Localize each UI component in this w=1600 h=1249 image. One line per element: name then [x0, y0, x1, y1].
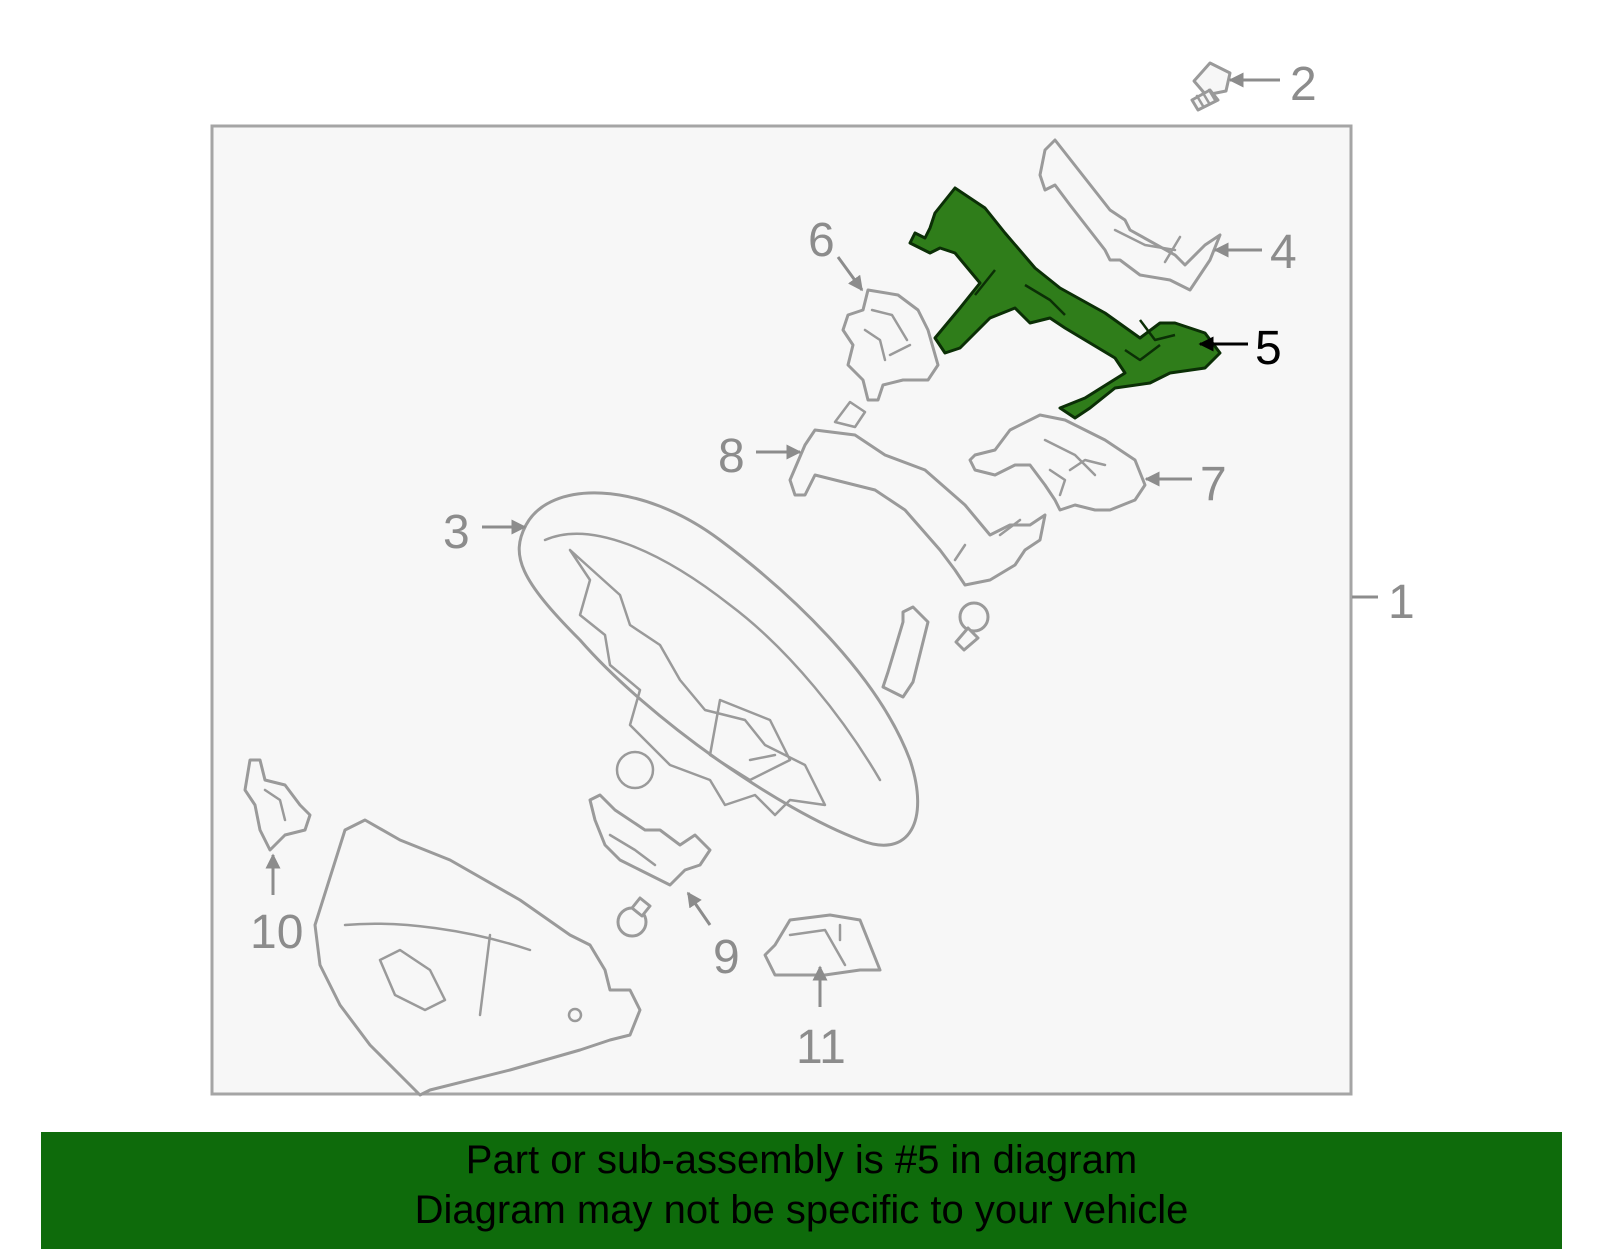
- callout-6: 6: [808, 214, 835, 267]
- part-3-steering-wheel[interactable]: [517, 491, 920, 847]
- callout-11: 11: [796, 1021, 846, 1074]
- part-10-clip[interactable]: [243, 758, 312, 852]
- callout-1: 1: [1388, 576, 1415, 629]
- lower-cover[interactable]: [313, 818, 642, 1097]
- callout-4: 4: [1270, 226, 1297, 279]
- banner-line-2: Diagram may not be specific to your vehi…: [414, 1188, 1189, 1232]
- leader-6: [836, 256, 864, 292]
- part-8-wiring-harness[interactable]: [788, 400, 1047, 587]
- part-4-bracket[interactable]: [1038, 138, 1222, 292]
- callout-9: 9: [713, 931, 740, 984]
- callout-5: 5: [1255, 322, 1282, 375]
- part-6-switch[interactable]: [841, 288, 940, 402]
- callout-2: 2: [1290, 58, 1317, 111]
- info-banner: Part or sub-assembly is #5 in diagram Di…: [41, 1132, 1562, 1249]
- part-5-highlighted[interactable]: [908, 186, 1222, 420]
- banner-line-1: Part or sub-assembly is #5 in diagram: [465, 1138, 1138, 1182]
- callout-8: 8: [718, 430, 745, 483]
- leader-9: [686, 891, 712, 926]
- part-11-bracket[interactable]: [763, 913, 882, 977]
- loose-clip[interactable]: [881, 605, 930, 699]
- part-7-switch-housing[interactable]: [968, 413, 1147, 512]
- small-screw-lower[interactable]: [616, 896, 652, 938]
- callout-7: 7: [1200, 458, 1227, 511]
- callout-3: 3: [443, 506, 470, 559]
- loose-screw[interactable]: [954, 601, 990, 652]
- part-9-bracket[interactable]: [588, 793, 712, 887]
- part-2-screw[interactable]: [1190, 61, 1232, 112]
- callout-10: 10: [250, 906, 303, 959]
